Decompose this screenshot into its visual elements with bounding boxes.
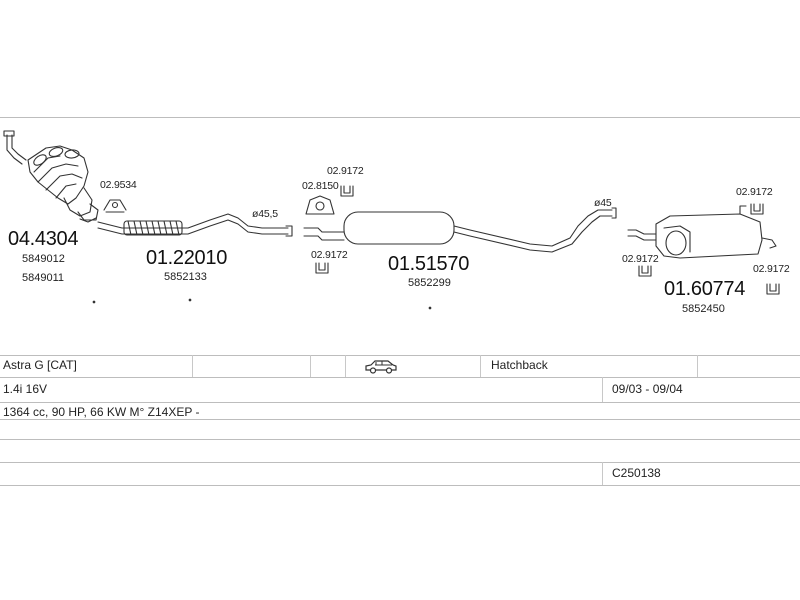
table-line-5 — [0, 439, 800, 440]
table-col-divider — [697, 355, 698, 377]
table-col-divider — [480, 355, 481, 377]
catalog-code: C250138 — [612, 466, 661, 480]
table-col-divider — [192, 355, 193, 377]
pipe-clamp-icon — [305, 195, 335, 215]
exhaust-diagram — [3, 130, 780, 310]
fitting-label-center-bottom: 02.9172 — [311, 249, 348, 261]
center-silencer-ref: 5852299 — [408, 277, 451, 289]
vehicle-model: Astra G [CAT] — [3, 358, 77, 372]
manifold-ref-2: 5849011 — [22, 272, 65, 284]
table-col-divider — [602, 377, 603, 402]
table-line-1 — [0, 355, 800, 356]
rear-silencer-icon — [627, 205, 777, 259]
front-pipe-part-number: 01.22010 — [146, 247, 228, 269]
manifold-ref-1: 5849012 — [22, 253, 65, 265]
table-col-divider — [310, 355, 311, 377]
front-pipe-ref: 5852133 — [164, 271, 207, 283]
diameter-front-label: ø45,5 — [252, 208, 278, 220]
table-col-divider — [602, 462, 603, 485]
vehicle-engine: 1.4i 16V — [3, 382, 48, 396]
table-line-4 — [0, 419, 800, 420]
car-icon — [365, 360, 397, 374]
flange-clamp-icon — [103, 199, 127, 213]
rubber-hanger-icon — [315, 185, 780, 295]
table-line-2 — [0, 377, 800, 378]
manifold-part-number: 04.4304 — [8, 228, 79, 250]
rear-silencer-ref: 5852450 — [682, 303, 725, 315]
fitting-label-center-clamp: 02.8150 — [302, 180, 339, 192]
rear-silencer-part-number: 01.60774 — [664, 278, 746, 300]
vehicle-body: Hatchback — [491, 358, 548, 372]
center-silencer-part-number: 01.51570 — [388, 253, 470, 275]
fitting-label-center-top: 02.9172 — [327, 165, 364, 177]
fitting-label-rear-top: 02.9172 — [736, 186, 773, 198]
vehicle-years: 09/03 - 09/04 — [612, 382, 683, 396]
manifold-catalyst-icon — [27, 145, 99, 223]
fitting-label-rear-left: 02.9172 — [622, 253, 659, 265]
table-line-7 — [0, 485, 800, 486]
table-line-6 — [0, 462, 800, 463]
top-divider — [0, 117, 800, 118]
center-silencer-icon — [303, 207, 617, 253]
lambda-sensor-icon — [3, 130, 27, 165]
fitting-label-rear-right: 02.9172 — [753, 263, 790, 275]
front-pipe-icon — [97, 213, 293, 237]
fitting-label-front-clamp: 02.9534 — [100, 179, 137, 191]
table-col-divider — [345, 355, 346, 377]
diameter-rear-label: ø45 — [594, 197, 612, 209]
vehicle-specs: 1364 cc, 90 HP, 66 KW M° Z14XEP - — [3, 405, 200, 419]
table-line-3 — [0, 402, 800, 403]
